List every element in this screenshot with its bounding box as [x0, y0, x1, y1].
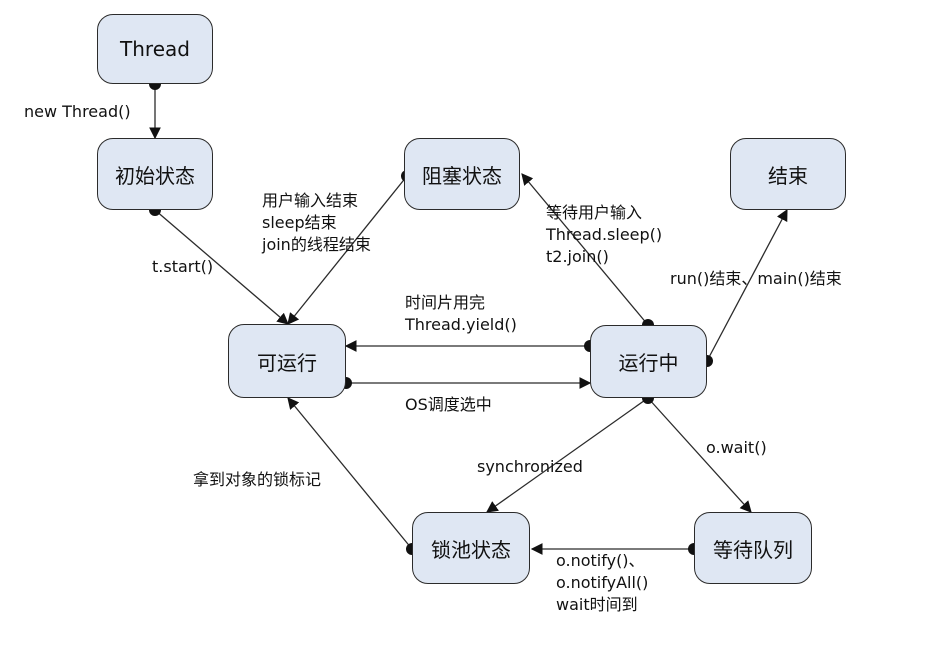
label-line: o.notify()、	[556, 551, 645, 570]
label-got-lock: 拿到对象的锁标记	[193, 470, 322, 489]
label-t-start: t.start()	[152, 257, 214, 276]
arrow-running-to-lock-pool	[486, 397, 649, 513]
label-line: 时间片用完	[405, 293, 486, 312]
label-line: sleep结束	[262, 213, 337, 232]
label-line: Thread.sleep()	[546, 225, 663, 244]
state-ended: 结束	[730, 138, 846, 210]
label-notify: o.notify()、 o.notifyAll() wait时间到	[556, 550, 648, 616]
state-lock-pool: 锁池状态	[412, 512, 530, 584]
label-synchronized: synchronized	[477, 457, 583, 476]
label-os-schedule: OS调度选中	[405, 395, 492, 414]
label-line: join的线程结束	[262, 235, 371, 254]
arrow-running-to-blocked	[521, 173, 649, 326]
arrow-blocked-to-runnable	[287, 175, 408, 325]
state-thread: Thread	[97, 14, 213, 84]
label-line: 等待用户输入	[546, 203, 643, 222]
label-blocked-end: 用户输入结束 sleep结束 join的线程结束	[262, 190, 371, 256]
arrow-initial-to-runnable	[154, 209, 289, 325]
state-blocked: 阻塞状态	[404, 138, 520, 210]
label-line: 用户输入结束	[262, 191, 359, 210]
label-to-blocked: 等待用户输入 Thread.sleep() t2.join()	[546, 202, 662, 268]
state-waiting: 等待队列	[694, 512, 812, 584]
label-line: Thread.yield()	[405, 315, 517, 334]
label-line: o.notifyAll()	[556, 573, 649, 592]
arrow-running-to-ended	[706, 208, 788, 362]
arrow-lock-pool-to-runnable	[287, 397, 413, 550]
label-new-thread: new Thread()	[24, 102, 131, 121]
label-line: wait时间到	[556, 595, 638, 614]
state-initial: 初始状态	[97, 138, 213, 210]
label-line: t2.join()	[546, 247, 609, 266]
arrow-running-to-waiting	[647, 397, 752, 513]
label-run-end: run()结束、main()结束	[670, 269, 842, 288]
state-running: 运行中	[590, 325, 707, 398]
label-yield: 时间片用完 Thread.yield()	[405, 292, 517, 336]
state-runnable: 可运行	[228, 324, 346, 398]
label-o-wait: o.wait()	[706, 438, 767, 457]
